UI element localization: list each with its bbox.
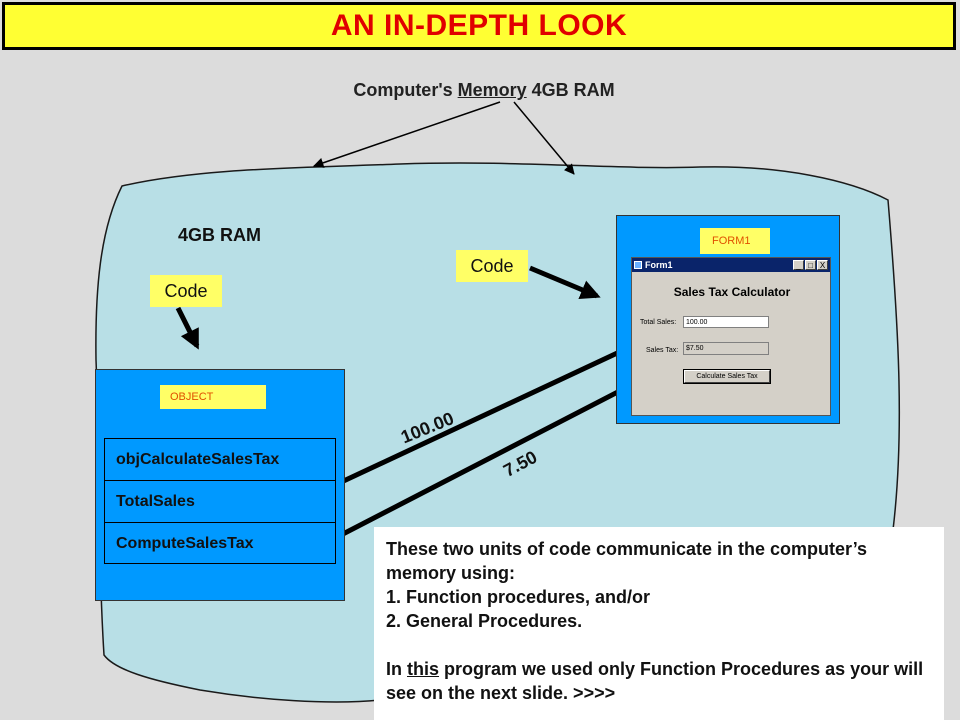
- value-returned-arrow: [310, 361, 676, 553]
- form-window-title: Form1: [645, 260, 673, 270]
- form-window-titlebar: Form1 _ □ X: [632, 258, 830, 272]
- total-sales-input: 100.00: [683, 316, 769, 328]
- form-window-screenshot: Form1 _ □ X Sales Tax Calculator Total S…: [631, 257, 831, 416]
- note-conclusion-end: program we used only Function Procedures…: [386, 659, 924, 703]
- memory-caption-text: Computer's: [353, 80, 458, 100]
- ram-label: 4GB RAM: [178, 225, 262, 245]
- note-conclusion: In this program we used only Function Pr…: [386, 657, 934, 705]
- memory-caption: Computer's Memory 4GB RAM: [0, 80, 960, 101]
- sales-tax-label: Sales Tax:: [646, 347, 679, 354]
- code-right-arrow: [529, 265, 601, 300]
- caption-arrow-right: [513, 101, 575, 175]
- explanation-note: These two units of code communicate in t…: [374, 527, 944, 720]
- memory-caption-underlined: Memory: [457, 80, 527, 100]
- title-banner: AN IN-DEPTH LOOK: [2, 2, 956, 50]
- object-property-row: TotalSales: [105, 481, 335, 523]
- note-item-1: 1. Function procedures, and/or: [386, 587, 651, 607]
- code-left-arrow: [175, 306, 200, 350]
- object-method-row: ComputeSalesTax: [116, 535, 254, 552]
- caption-arrow-left: [313, 101, 501, 168]
- object-name-row: objCalculateSalesTax: [105, 439, 335, 481]
- code-tag-left: Code: [150, 275, 222, 307]
- note-item-2: 2. General Procedures.: [386, 611, 583, 631]
- object-members-table: objCalculateSalesTax TotalSales ComputeS…: [104, 438, 336, 564]
- minimize-icon: _: [793, 260, 804, 270]
- note-conclusion-start: In: [386, 659, 407, 679]
- note-conclusion-underlined: this: [407, 659, 440, 679]
- form-tag: FORM1: [700, 228, 770, 254]
- form-heading: Sales Tax Calculator: [673, 285, 791, 299]
- memory-caption-size: 4GB RAM: [526, 80, 615, 100]
- note-intro: These two units of code communicate in t…: [386, 539, 868, 583]
- calculate-button: Calculate Sales Tax: [683, 369, 771, 384]
- maximize-icon: □: [805, 260, 816, 270]
- total-sales-label: Total Sales:: [640, 319, 677, 326]
- app-icon: [634, 261, 642, 269]
- object-tag: OBJECT: [160, 385, 266, 409]
- sales-tax-output: $7.50: [683, 342, 769, 355]
- value-sent-arrow: [316, 331, 660, 495]
- code-tag-right: Code: [456, 250, 528, 282]
- slide-title: AN IN-DEPTH LOOK: [330, 9, 628, 42]
- close-icon: X: [817, 260, 828, 270]
